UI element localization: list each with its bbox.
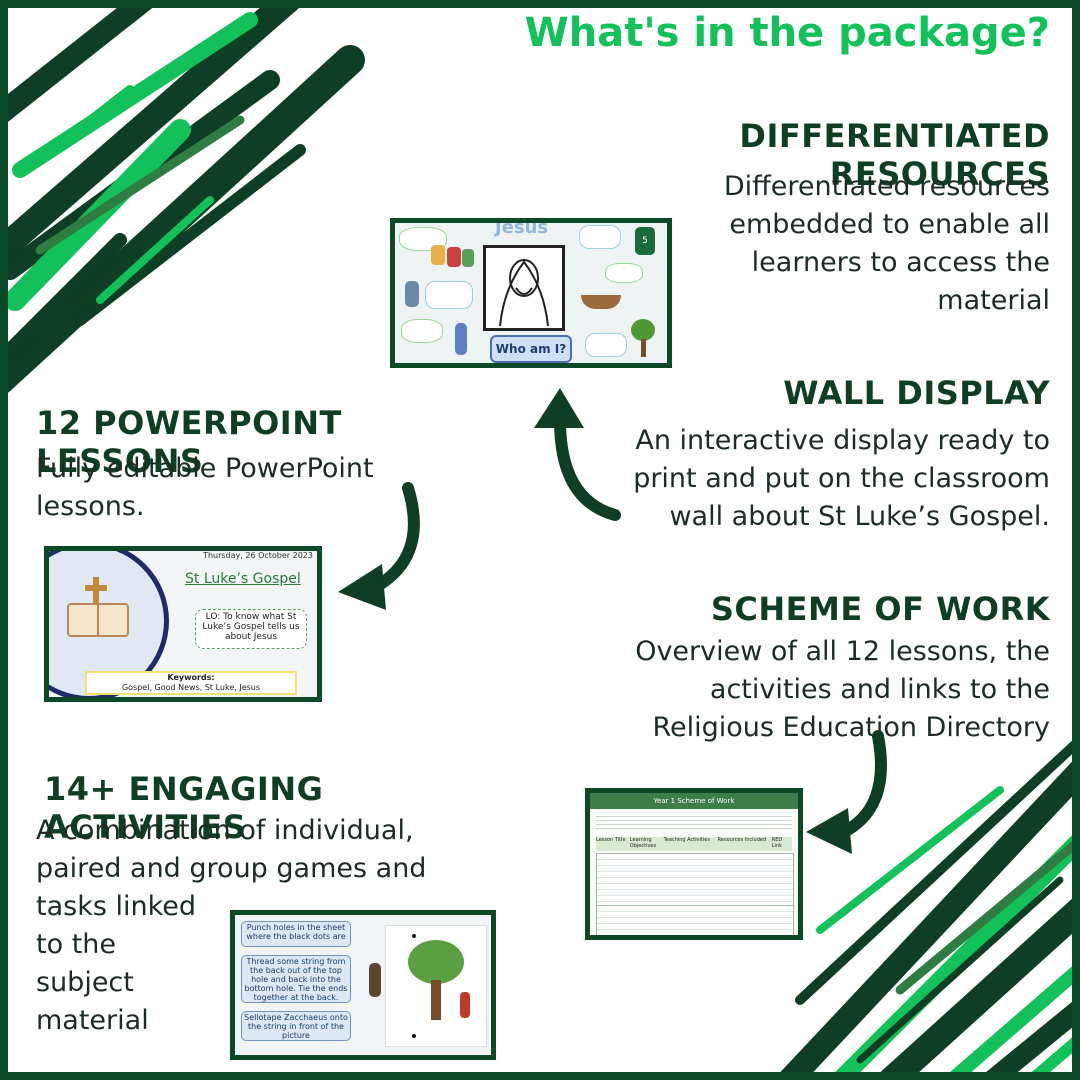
instruction-step: Sellotape Zacchaeus onto the string in f… [241, 1011, 351, 1041]
tree-worksheet [385, 925, 487, 1047]
instruction-step: Punch holes in the sheet where the black… [241, 921, 351, 947]
thought-bubble [401, 319, 443, 343]
powerpoint-preview: Thursday, 26 October 2023 St Luke’s Gosp… [44, 546, 322, 702]
text-line: Religious Education Directory [652, 712, 1050, 743]
king-figure-icon [462, 249, 474, 267]
table-header-cell: Teaching Activities [663, 837, 710, 843]
keywords-box: Keywords: Gospel, Good News, St Luke, Je… [85, 671, 297, 695]
tree-icon [631, 319, 655, 341]
table-header-cell: Lesson Title [596, 837, 626, 843]
speech-bubble [579, 225, 621, 249]
speech-bubble [425, 281, 473, 309]
text-line: material [36, 1005, 149, 1036]
learning-objective-box: LO: To know what St Luke’s Gospel tells … [195, 609, 307, 649]
bible-icon [67, 577, 129, 637]
who-am-i-button: Who am I? [490, 335, 572, 363]
wall-display-preview: Jesus 5 Who am I? [390, 218, 672, 368]
jesus-outline-icon [499, 259, 549, 327]
text-line: tasks linked [36, 891, 197, 922]
table-header-cell: Resources Included [717, 837, 767, 843]
table-header-cell: RED Link [771, 837, 783, 849]
wall-display-heading: WALL DISPLAY [783, 374, 1050, 412]
punch-dot-icon [412, 934, 416, 938]
scheme-intro-text [596, 813, 792, 831]
differentiated-text: Differentiated resources embedded to ena… [560, 168, 1050, 320]
footballer-figure-icon: 5 [635, 227, 655, 255]
tree-trunk-icon [431, 980, 441, 1020]
table-row [596, 905, 794, 935]
text-line: A combination of individual, [36, 815, 414, 846]
curved-arrow-icon [338, 482, 420, 610]
king-figure-icon [431, 245, 445, 265]
king-figure-icon [447, 247, 461, 267]
powerpoint-heading: 12 POWERPOINT LESSONS [36, 404, 342, 480]
text-line: Fully editable PowerPoint [36, 453, 374, 484]
scheme-table-header: Lesson Title Learning Objectives Teachin… [596, 837, 792, 851]
mary-figure-icon [455, 323, 467, 355]
differentiated-heading: DIFFERENTIATED RESOURCES [739, 117, 1050, 193]
speech-bubble [585, 333, 627, 357]
table-row [596, 853, 794, 907]
scheme-of-work-preview: Year 1 Scheme of Work Lesson Title Learn… [585, 788, 803, 940]
keywords-list: Gospel, Good News, St Luke, Jesus [121, 683, 261, 692]
tree-trunk-icon [641, 339, 646, 357]
activities-heading: 14+ ENGAGING ACTIVITIES [44, 770, 324, 846]
text-line: to the [36, 929, 116, 960]
text-line: Differentiated resources [723, 171, 1050, 202]
curved-arrow-icon [534, 388, 621, 521]
scheme-title: Year 1 Scheme of Work [590, 793, 798, 809]
jesus-figure-icon [460, 992, 470, 1018]
person-figure-icon [405, 281, 419, 307]
wall-card-title: Jesus [495, 218, 549, 238]
curved-arrow-icon [806, 730, 887, 854]
text-line: wall about St Luke’s Gospel. [669, 501, 1050, 532]
slide-date: Thursday, 26 October 2023 [203, 551, 313, 560]
jesus-portrait [483, 245, 565, 331]
boat-icon [581, 295, 621, 309]
instruction-step: Thread some string from the back out of … [241, 955, 351, 1003]
text-line: activities and links to the [709, 674, 1050, 705]
text-line: print and put on the classroom [633, 463, 1050, 494]
scheme-heading: SCHEME OF WORK [710, 590, 1050, 628]
text-line: subject [36, 967, 134, 998]
zacchaeus-figure-icon [369, 963, 381, 997]
page-title: What's in the package? [524, 10, 1050, 56]
scheme-text: Overview of all 12 lessons, the activiti… [540, 633, 1050, 747]
table-header-cell: Learning Objectives [629, 837, 657, 849]
punch-dot-icon [412, 1034, 416, 1038]
activity-preview: Punch holes in the sheet where the black… [230, 910, 496, 1060]
activities-text: A combination of individual, paired and … [36, 812, 466, 1040]
text-line: learners to access the [751, 247, 1050, 278]
wall-display-text: An interactive display ready to print an… [560, 422, 1050, 536]
text-line: material [937, 285, 1050, 316]
tree-icon [408, 940, 464, 984]
keywords-label: Keywords: [167, 673, 215, 682]
powerpoint-text: Fully editable PowerPoint lessons. [36, 450, 436, 526]
text-line: embedded to enable all [729, 209, 1050, 240]
text-line: Overview of all 12 lessons, the [635, 636, 1050, 667]
text-line: lessons. [36, 491, 145, 522]
text-line: paired and group games and [36, 853, 427, 884]
text-line: An interactive display ready to [635, 425, 1050, 456]
thought-bubble [605, 263, 643, 283]
slide-heading: St Luke’s Gospel [185, 571, 301, 587]
